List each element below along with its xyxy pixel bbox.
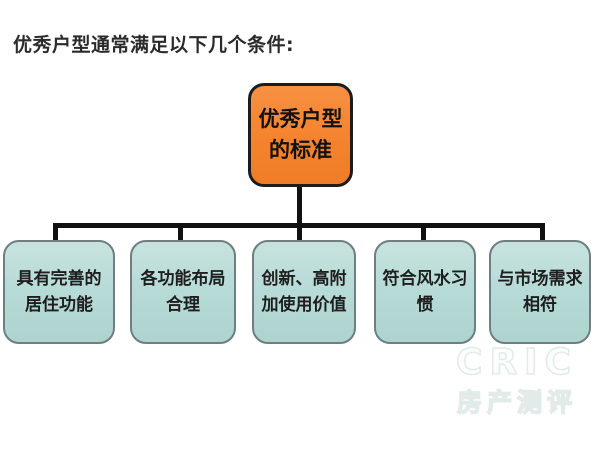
page-title: 优秀户型通常满足以下几个条件: <box>13 34 295 56</box>
watermark-text: 房产测评 <box>456 388 578 417</box>
child-node-label: 各功能布局合理 <box>140 268 226 315</box>
child-node-label: 符合风水习惯 <box>382 268 468 315</box>
root-node: 优秀户型的标准 <box>248 83 353 187</box>
connector-stub <box>53 226 58 242</box>
connector-stub <box>421 226 426 242</box>
root-node-label: 优秀户型的标准 <box>258 106 343 163</box>
child-node: 符合风水习惯 <box>374 240 476 344</box>
connector-vertical <box>297 187 302 225</box>
child-node: 与市场需求相符 <box>489 240 591 344</box>
child-node-label: 与市场需求相符 <box>497 268 583 315</box>
child-node: 具有完善的居住功能 <box>3 240 115 344</box>
connector-stub <box>297 226 302 242</box>
connector-stub <box>540 226 545 242</box>
watermark-logo: CRIC <box>455 342 578 383</box>
child-node: 创新、高附加使用价值 <box>252 240 356 344</box>
connector-stub <box>178 226 183 242</box>
child-node-label: 创新、高附加使用价值 <box>261 268 347 315</box>
watermark: CRIC 房产测评 <box>455 342 578 417</box>
child-node-label: 具有完善的居住功能 <box>16 268 102 315</box>
connector-horizontal <box>53 223 545 228</box>
child-node: 各功能布局合理 <box>130 240 236 344</box>
